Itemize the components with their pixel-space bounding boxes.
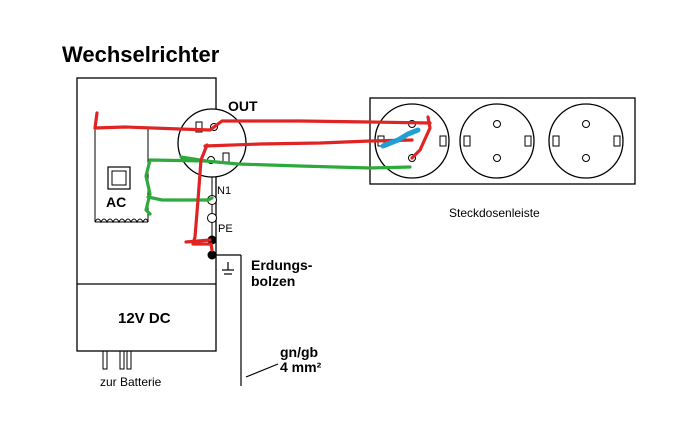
pe-wire-bridge [184,238,212,244]
live-wire-second [203,138,414,148]
n1-label: N1 [217,185,231,197]
power-strip-label: Steckdosenleiste [449,206,540,220]
cable-spec-label-line2: 4 mm² [280,359,322,375]
ground-symbol [222,262,234,275]
out-label: OUT [228,98,258,114]
strip-socket-2 [459,103,535,179]
live-wire-return [410,115,432,160]
pe-label: PE [218,223,233,235]
diagram-title: Wechselrichter [62,42,220,67]
live-wires [93,111,432,252]
strip-socket-3 [548,103,624,179]
neutral-wire-internal [144,158,208,216]
ac-label: AC [106,194,126,210]
ac-symbol [107,166,131,190]
neutral-wire-to-n1 [146,195,214,202]
pe-wire-down [191,143,214,252]
battery-label: zur Batterie [100,375,162,389]
earth-bolt-label: Erdungs- [251,257,313,273]
cable-spec-label: gn/gb [280,344,318,360]
earth-cable [212,254,279,386]
battery-leads [102,350,132,370]
earth-bolt-label-line2: bolzen [251,273,295,289]
dc-label: 12V DC [118,310,171,327]
inverter-housing [76,77,217,352]
blue-bridge-wire [380,127,421,149]
out-socket [177,108,247,178]
live-wire-top [93,111,432,132]
